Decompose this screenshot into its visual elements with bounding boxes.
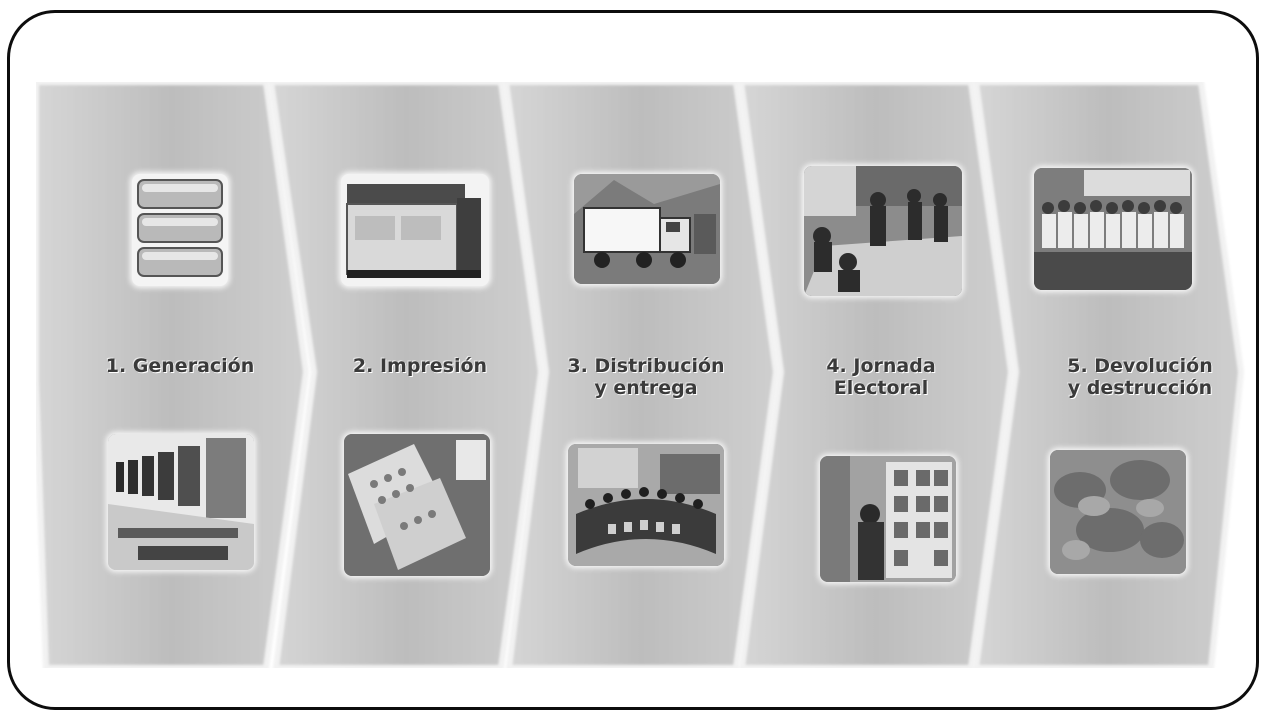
step-label-distribucion: 3. Distribución y entrega	[567, 355, 725, 399]
polling-station-photo	[804, 166, 962, 296]
step-label-jornada: 4. Jornada Electoral	[826, 355, 936, 399]
computer-lab-photo	[108, 434, 254, 570]
shredded-paper-photo	[1050, 450, 1186, 574]
delivery-truck-photo	[574, 174, 720, 284]
printed-ballots-photo	[344, 434, 490, 576]
officials-group-photo	[1034, 168, 1192, 290]
step-label-impresion: 2. Impresión	[352, 355, 488, 377]
process-diagram: 1. Generación 2. Impresión	[36, 82, 1246, 668]
step-label-devolucion: 5. Devolución y destrucción	[1067, 355, 1213, 399]
step-label-generacion: 1. Generación	[105, 355, 255, 377]
printing-press-photo	[341, 174, 489, 286]
voting-booth-photo	[820, 456, 956, 582]
database-icon	[132, 174, 228, 286]
delivery-ceremony-photo	[568, 444, 724, 566]
